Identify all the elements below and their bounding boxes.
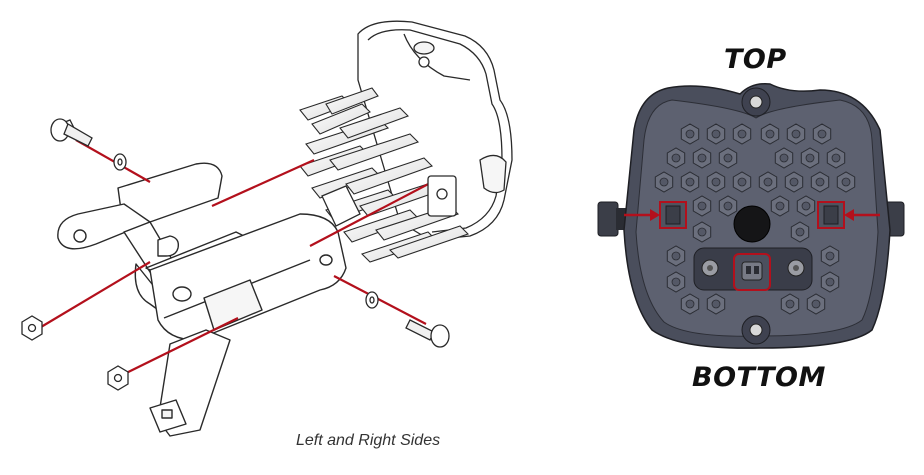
top-mount-ear bbox=[741, 87, 771, 117]
led-lens-center bbox=[825, 277, 835, 287]
led-lens-center bbox=[671, 153, 681, 163]
bolt-lower-right bbox=[405, 319, 450, 348]
led-lens-center bbox=[801, 201, 811, 211]
bolt-upper-left bbox=[50, 118, 93, 147]
led-lens-center bbox=[763, 177, 773, 187]
led-lens-center bbox=[711, 129, 721, 139]
led-lens-center bbox=[811, 299, 821, 309]
led-lens-center bbox=[841, 177, 851, 187]
led-lens-center bbox=[723, 153, 733, 163]
led-lens-center bbox=[697, 153, 707, 163]
led-lens-center bbox=[685, 299, 695, 309]
led-lens-center bbox=[815, 177, 825, 187]
led-lens-center bbox=[805, 153, 815, 163]
led-lens-center bbox=[825, 251, 835, 261]
led-lens-center bbox=[789, 177, 799, 187]
top-label: TOP bbox=[724, 44, 787, 75]
led-lens-center bbox=[685, 177, 695, 187]
alignment-lines bbox=[35, 139, 437, 379]
led-lens-center bbox=[685, 129, 695, 139]
led-lens-center bbox=[791, 129, 801, 139]
led-lens-center bbox=[711, 299, 721, 309]
led-lens-center bbox=[671, 277, 681, 287]
led-lens-center bbox=[737, 177, 747, 187]
side-slot-right bbox=[817, 201, 845, 229]
led-lens-center bbox=[697, 227, 707, 237]
led-lens-center bbox=[817, 129, 827, 139]
led-lens-center bbox=[831, 153, 841, 163]
led-lens-center bbox=[765, 129, 775, 139]
nut-lower bbox=[107, 365, 129, 391]
led-lens-center bbox=[737, 129, 747, 139]
front-view bbox=[597, 82, 905, 349]
bottom-label: BOTTOM bbox=[692, 362, 826, 393]
housing-side-tab bbox=[321, 175, 457, 227]
led-lens-center bbox=[775, 201, 785, 211]
exploded-view bbox=[21, 20, 513, 437]
bottom-mount-ear bbox=[741, 315, 771, 345]
side-knob-left bbox=[597, 201, 626, 237]
led-lens-center bbox=[671, 251, 681, 261]
led-lens-grid bbox=[654, 123, 856, 315]
led-lens-center bbox=[779, 153, 789, 163]
led-lens-center bbox=[723, 201, 733, 211]
figure-caption: Left and Right Sides bbox=[296, 432, 441, 449]
connector-plate bbox=[693, 247, 813, 291]
led-lens-center bbox=[785, 299, 795, 309]
led-lens-center bbox=[795, 227, 805, 237]
mounting-bracket bbox=[57, 162, 347, 437]
side-slot-left bbox=[659, 201, 687, 229]
led-lens-center bbox=[697, 201, 707, 211]
center-port bbox=[733, 205, 771, 243]
led-lens-center bbox=[711, 177, 721, 187]
light-housing-rear bbox=[357, 20, 513, 241]
hardware bbox=[21, 118, 450, 391]
insert-arrows bbox=[624, 209, 880, 221]
nut-left bbox=[21, 315, 43, 341]
led-lens-center bbox=[659, 177, 669, 187]
